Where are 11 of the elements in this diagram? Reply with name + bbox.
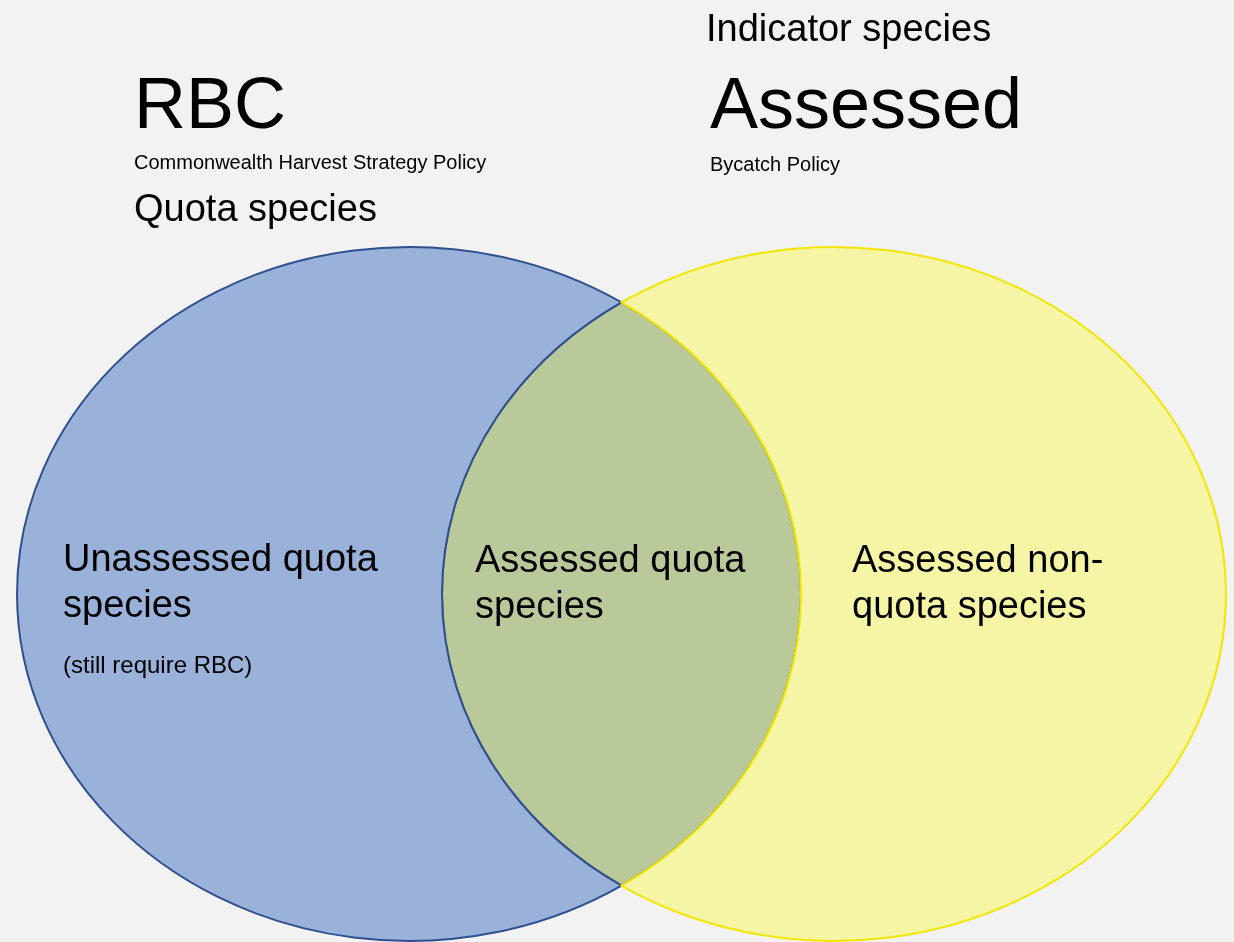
region-label: Unassessed quota species bbox=[63, 536, 379, 627]
region-note: (still require RBC) bbox=[63, 651, 254, 680]
region-label: Assessed non-quota species bbox=[852, 537, 1105, 628]
heading-title: Assessed bbox=[710, 62, 1023, 145]
region-label: Assessed quota species bbox=[475, 537, 747, 628]
policy-note: Bycatch Policy bbox=[710, 152, 841, 176]
heading-text: Indicator species bbox=[706, 6, 992, 51]
policy-note: Commonwealth Harvest Strategy Policy bbox=[134, 150, 487, 174]
heading-title: RBC bbox=[134, 62, 286, 145]
venn-overlap bbox=[442, 301, 802, 887]
heading-text: Quota species bbox=[134, 186, 377, 231]
